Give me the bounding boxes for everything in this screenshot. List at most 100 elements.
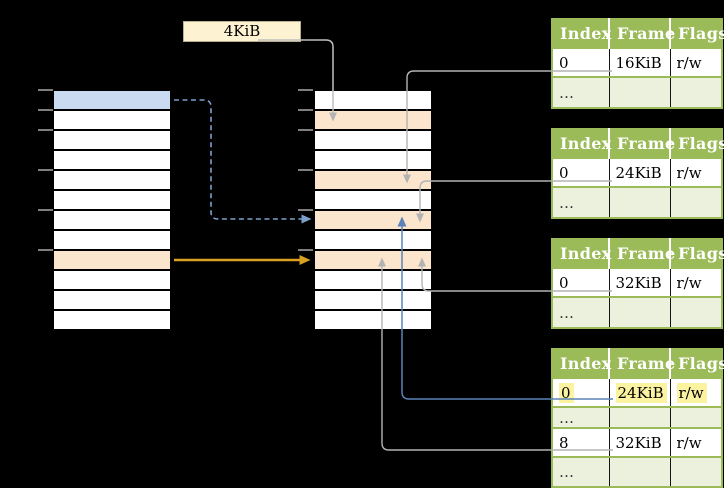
page-table-cell: 16KiB [608,47,670,77]
memory-row [54,289,170,309]
memory-row [54,129,170,149]
page-table-cell: r/w [669,377,722,407]
memory-row [54,149,170,169]
memory-row [54,91,170,109]
page-table-cell: … [552,186,609,218]
memory-row [54,209,170,229]
arrow-dashed-virtual-to-physical [174,99,312,224]
column-header: Frame [608,239,675,268]
page-table-cell [608,296,670,328]
memory-row [54,269,170,289]
page-table-cell: … [552,406,609,428]
page-table-cell: 32KiB [608,267,670,297]
page-table-cell [608,456,670,487]
page-table-cell: r/w [669,157,722,187]
page-table-cell [608,406,670,428]
page-table-cell: 0 [552,377,609,407]
page-table-cell [608,76,670,108]
page-table-cell: 0 [552,47,609,77]
memory-row [315,109,431,129]
page-table-cell [669,456,722,487]
page-table-cell [669,296,722,328]
address-tick [38,129,53,131]
page-table-cell: … [552,456,609,487]
page-table-cell: 32KiB [608,427,670,457]
memory-row [315,169,431,189]
physical-memory-table [313,89,433,331]
page-table-cell: r/w [669,267,722,297]
page-table-row: … [552,296,722,328]
address-tick [298,209,313,211]
column-header: Flags [669,19,724,48]
memory-row [315,209,431,229]
memory-row [54,249,170,269]
page-table-cell: 8 [552,427,609,457]
page-table-cell [608,186,670,218]
page-table-cell [669,76,722,108]
address-tick [298,109,313,111]
address-tick [298,169,313,171]
address-tick [298,129,313,131]
column-header: Frame [608,19,675,48]
memory-row [315,129,431,149]
column-header: Frame [608,349,675,378]
frame-size-label: 4KiB [183,21,301,42]
page-table-row: … [552,186,722,218]
page-table-row: … [552,406,722,428]
memory-row [315,309,431,329]
memory-row [315,149,431,169]
page-table-row: 0 24KiB r/w [552,377,722,407]
column-header: Flags [669,129,724,158]
memory-row [54,109,170,129]
address-tick [298,89,313,91]
column-header: Index [552,129,611,158]
memory-row [315,91,431,109]
highlighted-value: 0 [559,382,574,403]
page-table-cell: 24KiB [608,157,670,187]
page-table-cell: r/w [669,47,722,77]
memory-row [54,229,170,249]
page-table-cell: 24KiB [608,377,670,407]
memory-row [315,249,431,269]
column-header: Flags [669,349,724,378]
page-table-cell: … [552,296,609,328]
memory-row [54,169,170,189]
highlighted-value: r/w [676,382,707,403]
page-table-cell: 0 [552,267,609,297]
page-table-row: … [552,456,722,487]
address-tick [38,169,53,171]
memory-row [315,289,431,309]
page-table-cell: r/w [669,427,722,457]
address-tick [38,209,53,211]
column-header: Index [552,349,611,378]
page-table-cell [669,406,722,428]
page-table-cell: 0 [552,157,609,187]
virtual-memory-table [52,89,172,331]
address-tick [38,109,53,111]
address-tick [38,249,53,251]
column-header: Index [552,239,611,268]
address-tick [38,89,53,91]
page-table-cell [669,186,722,218]
page-table-cell: … [552,76,609,108]
memory-row [54,189,170,209]
column-header: Flags [669,239,724,268]
page-table-row: … [552,76,722,108]
column-header: Frame [608,129,675,158]
address-tick [298,249,313,251]
memory-row [315,189,431,209]
memory-row [315,269,431,289]
column-header: Index [552,19,611,48]
